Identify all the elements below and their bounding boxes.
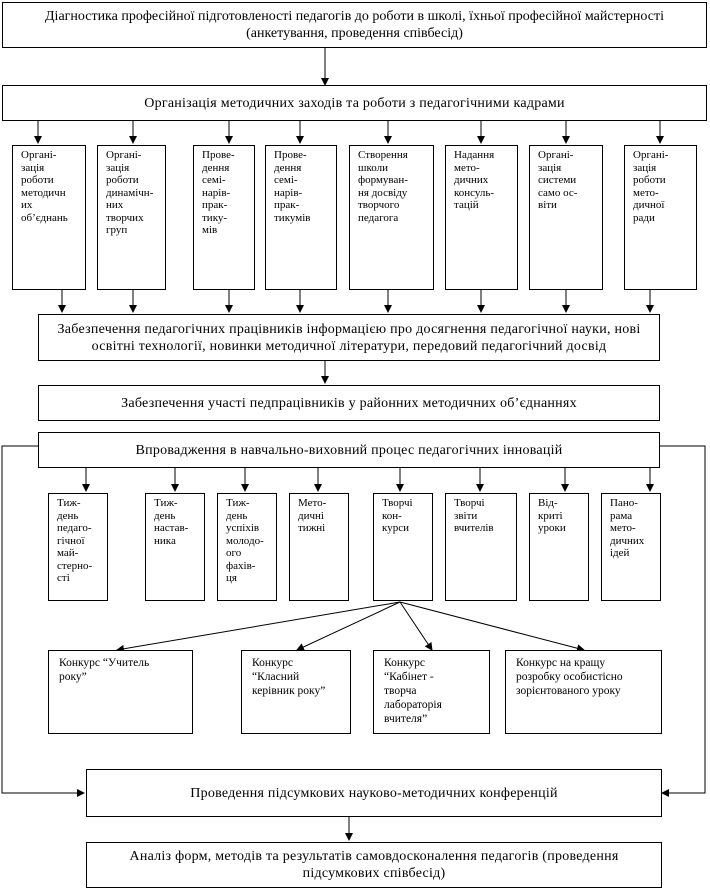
contest-teacher-of-year: Конкурс “Учитель року” (48, 650, 193, 734)
innovations-box: Впровадження в навчально-виховний процес… (38, 432, 660, 468)
l2-box-creative-reports: Творчі звіти вчителів (445, 493, 517, 601)
contest-class-teacher: Конкурс “Класний керівник року” (241, 650, 351, 734)
l1-box-creative-groups: Органі- зація роботи динамічн- них творч… (97, 145, 166, 290)
organization-box: Організація методичних заходів та роботи… (2, 85, 707, 121)
l2-box-pedagogical-mastery-week: Тиж- день педаго- гічної май- стерно- ст… (48, 493, 108, 601)
arrow-contest-4 (399, 601, 585, 653)
l2-box-methodical-weeks: Мето- дичні тижні (289, 493, 349, 601)
l1-box-consultations: Надання мето- дичних консуль- тацій (445, 145, 518, 290)
l1-box-creative-school: Створення школи формуван- ня досвіду тво… (349, 145, 434, 290)
arrow-contest-2 (296, 601, 401, 651)
l2-box-young-specialist-week: Тиж- день успіхів молодо- ого фахів- ця (217, 493, 277, 601)
information-box: Забезпечення педагогічних працівників ін… (38, 314, 660, 361)
l2-box-open-lessons: Від- криті уроки (529, 493, 589, 601)
diagnostics-box: Діагностика професійної підготовленості … (2, 2, 707, 48)
arrow-contest-1 (116, 601, 401, 653)
l2-box-mentor-week: Тиж- день настав- ника (145, 493, 205, 601)
l1-box-methodical-associations: Органі- зація роботи методичн их об’єдна… (12, 145, 86, 290)
arrow-contest-3 (399, 601, 433, 651)
l1-box-seminars-2: Прове- дення семі- нарів- прак- тикумів (265, 145, 337, 290)
participation-box: Забезпечення участі педпрацівників у рай… (38, 385, 660, 421)
contest-best-lesson: Конкурс на кращу розробку особистісно зо… (505, 650, 662, 734)
arrow-right-loop (660, 445, 706, 797)
l2-box-ideas-panorama: Пано- рама мето- дичних ідей (601, 493, 661, 601)
l2-box-creative-contests: Творчі кон- курси (373, 493, 433, 601)
contest-cabinet-lab: Конкурс “Кабінет - творча лабораторія вч… (373, 650, 490, 734)
l1-box-self-education: Органі- зація системи само ос- віти (529, 145, 603, 290)
conferences-box: Проведення підсумкових науково-методични… (86, 769, 662, 817)
analysis-box: Аналіз форм, методів та результатів само… (86, 842, 662, 888)
l1-box-seminars-1: Прове- дення семі- нарів- прак- тику- мі… (193, 145, 255, 290)
l1-box-methodical-council: Органі- зація роботи мето- дичної ради (624, 145, 697, 290)
